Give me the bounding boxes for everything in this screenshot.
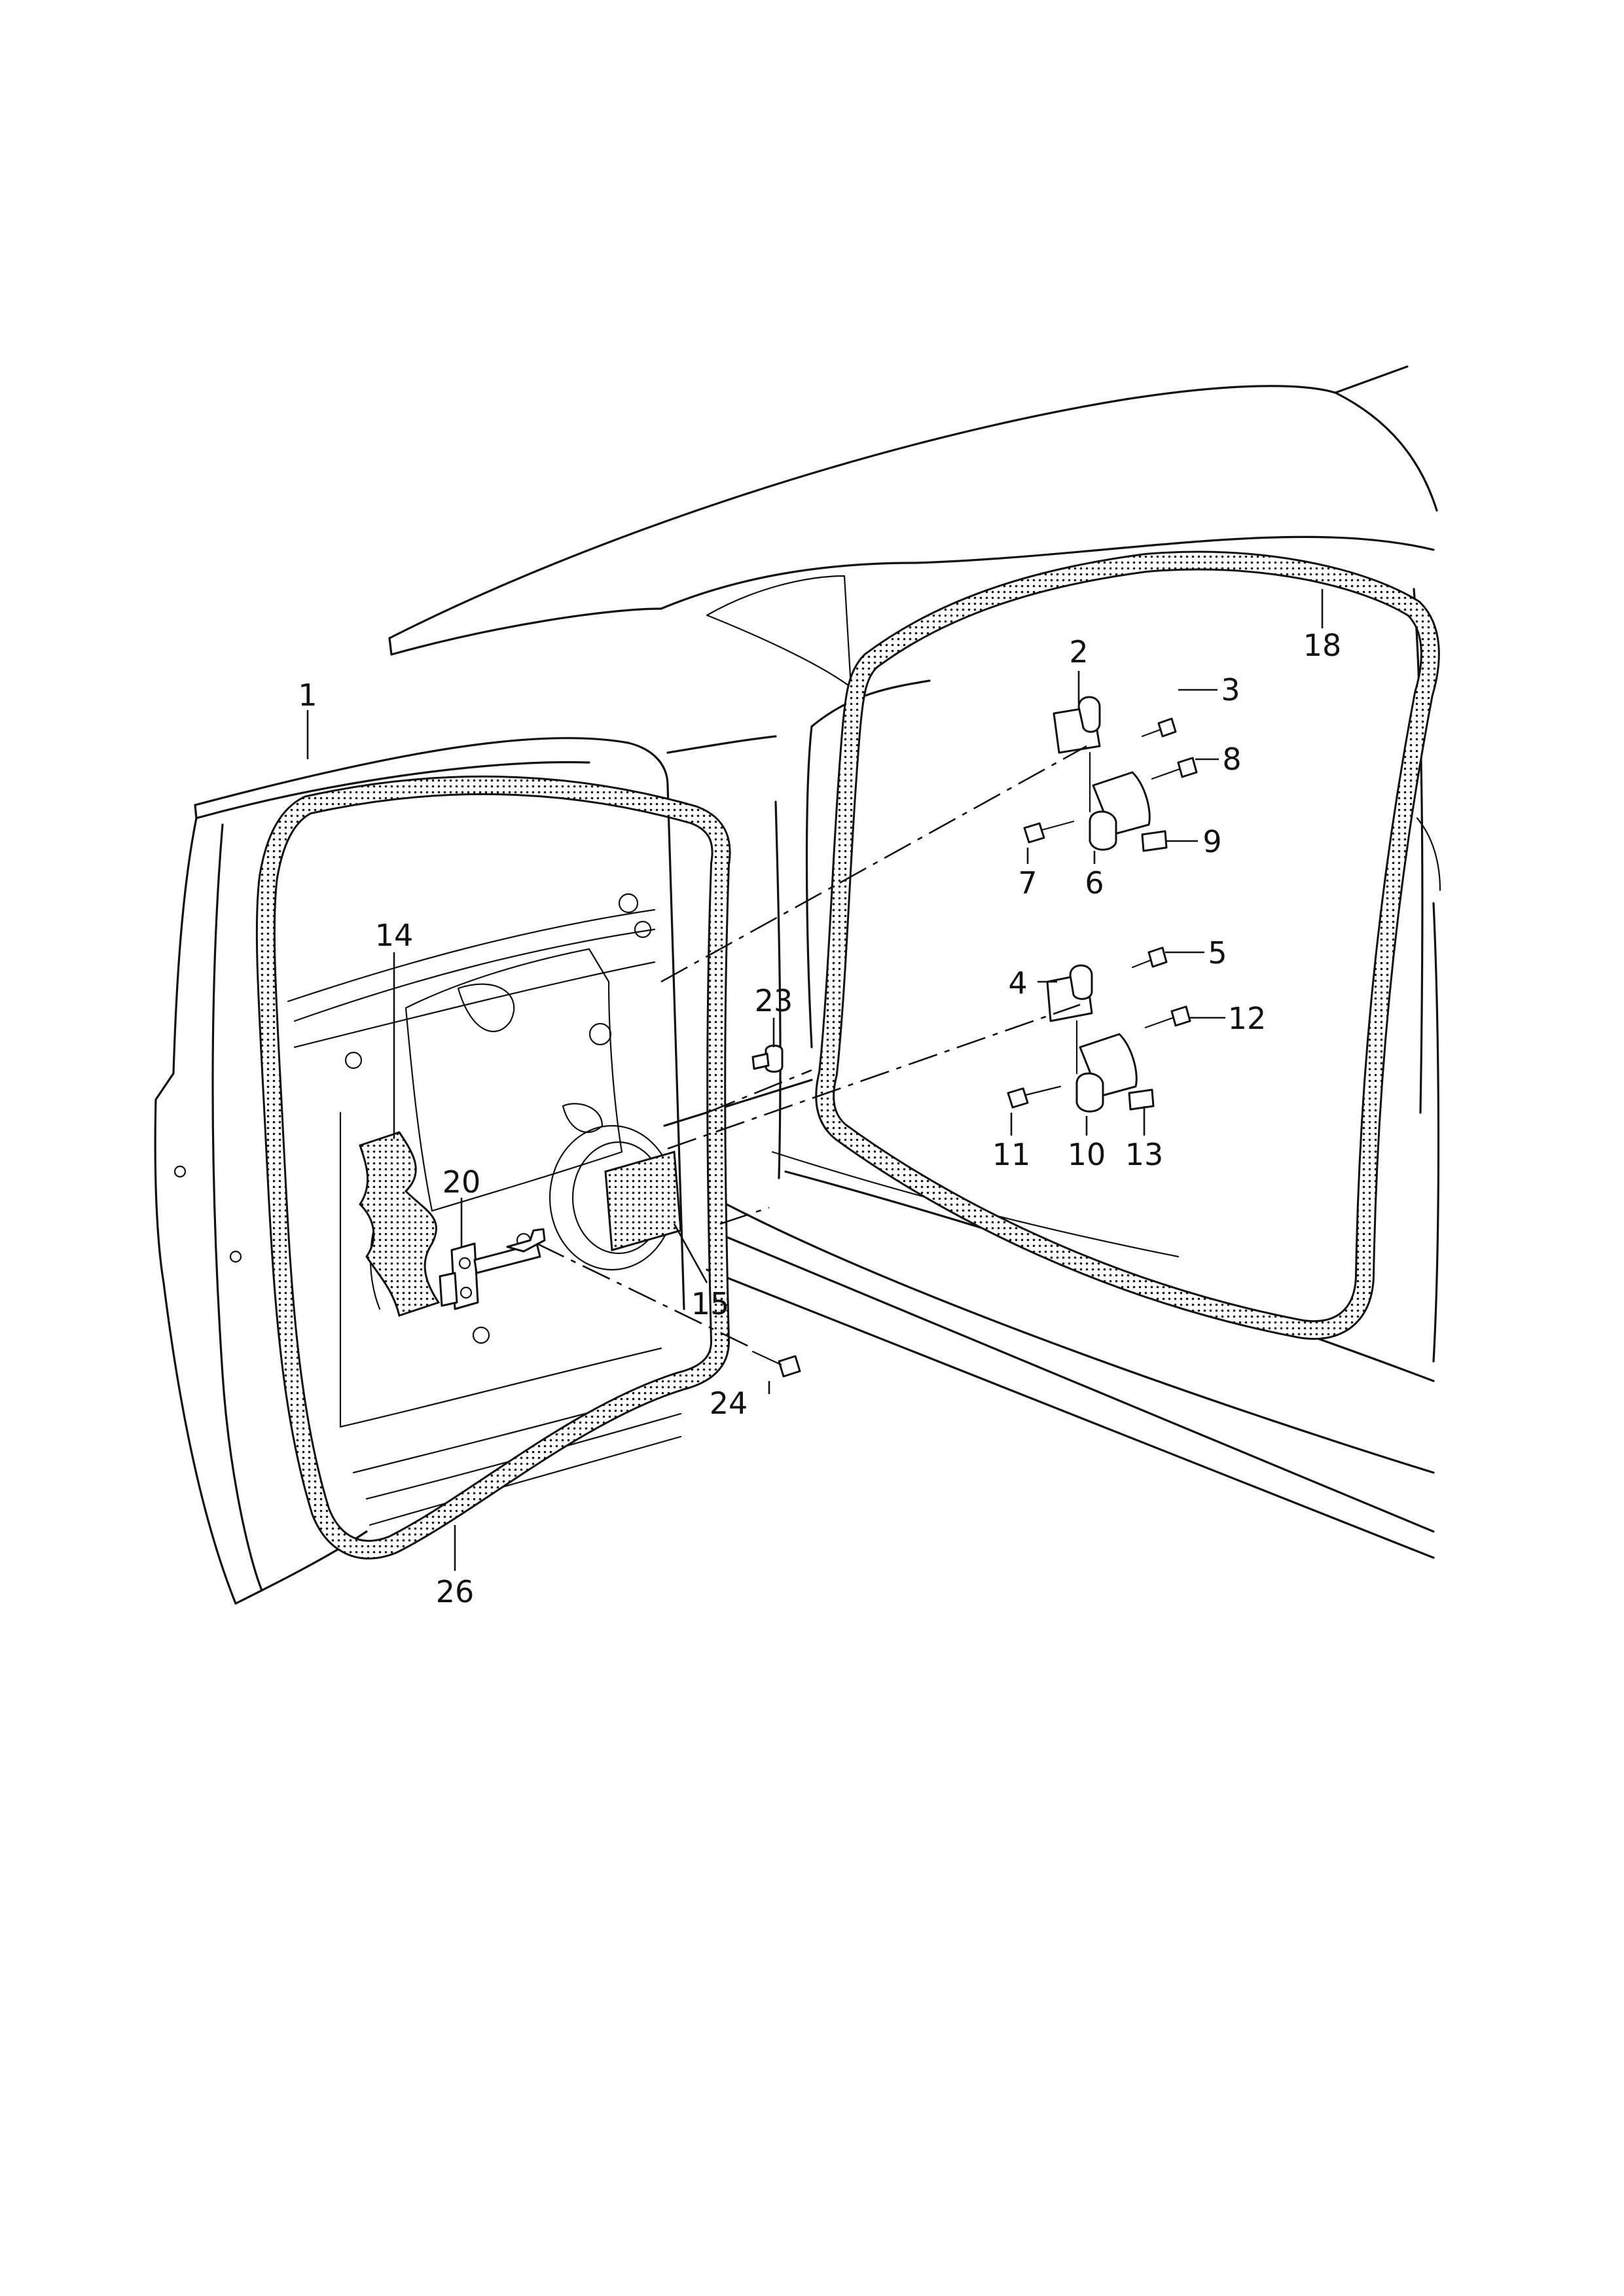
callout-13: 13 [1125, 1137, 1164, 1172]
callout-8: 8 [1222, 742, 1241, 777]
callout-12: 12 [1228, 1001, 1267, 1036]
cover-plate [604, 1151, 682, 1251]
callout-26: 26 [436, 1574, 475, 1609]
callout-11: 11 [992, 1137, 1031, 1172]
upper-hinge [1053, 696, 1168, 852]
callout-20: 20 [442, 1164, 481, 1200]
callouts: 1 2 3 4 5 6 7 8 9 10 11 12 13 14 15 18 2… [298, 628, 1341, 1609]
bolts [751, 717, 1198, 1378]
insulation-pad [359, 1131, 441, 1317]
callout-23: 23 [755, 983, 793, 1018]
callout-9: 9 [1202, 824, 1221, 859]
callout-6: 6 [1085, 865, 1104, 901]
lower-hinge [1046, 964, 1155, 1113]
callout-1: 1 [298, 677, 317, 713]
door-opening-seal [815, 550, 1440, 1340]
callout-4: 4 [1008, 965, 1027, 1001]
assembly-lines [536, 745, 1087, 1350]
callout-7: 7 [1018, 865, 1037, 901]
callout-2: 2 [1069, 634, 1088, 670]
car-body [388, 365, 1441, 1559]
door-check [439, 1228, 546, 1310]
callout-18: 18 [1303, 628, 1342, 663]
callout-5: 5 [1208, 935, 1227, 971]
leader-lines [306, 589, 1324, 1571]
callout-24: 24 [710, 1386, 748, 1421]
callout-14: 14 [375, 918, 414, 953]
callout-3: 3 [1221, 672, 1240, 708]
callout-15: 15 [691, 1286, 730, 1321]
callout-10: 10 [1068, 1137, 1106, 1172]
door-seal [255, 775, 731, 1560]
